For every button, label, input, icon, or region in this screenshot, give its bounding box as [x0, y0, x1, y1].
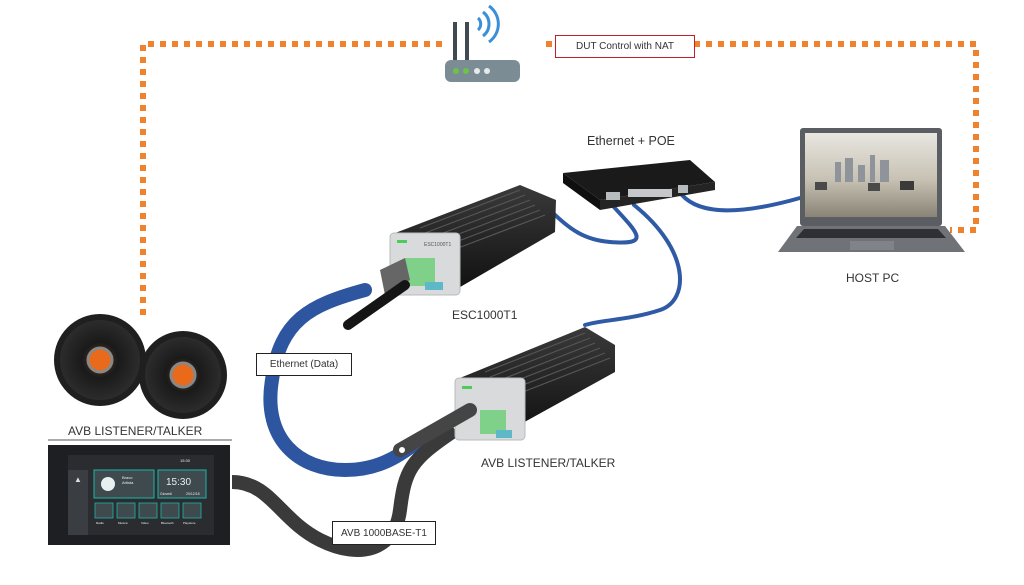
- avb-converter-device: [393, 327, 615, 457]
- hu-date-day: Giovedì: [160, 492, 172, 496]
- hu-track-title: Bravo: [122, 475, 133, 480]
- ethernet-cables: [548, 193, 802, 327]
- host-pc-label: HOST PC: [846, 271, 900, 285]
- esc1000t1-label: ESC1000T1: [452, 308, 518, 322]
- avb-device-label: AVB LISTENER/TALKER: [481, 456, 616, 470]
- hu-app-radio: Radio: [96, 521, 104, 525]
- dut-control-line: [140, 41, 979, 320]
- hu-date: 20/12/18: [186, 492, 200, 496]
- ethernet-poe-switch: [563, 160, 715, 210]
- hu-clock: 15:30: [166, 477, 191, 488]
- hu-app-music: Musica: [118, 521, 128, 525]
- hu-status-time: 15:30: [180, 458, 191, 463]
- avb-t1-cable: [231, 424, 459, 557]
- switch-label: Ethernet + POE: [587, 134, 675, 148]
- svg-text:▲: ▲: [74, 475, 82, 484]
- head-unit: ▲ Bravo Artista 15:30 Giovedì 20/12/18 1…: [48, 445, 230, 545]
- dut-control-label: DUT Control with NAT: [555, 35, 695, 58]
- esc-device-marking: ESC1000T1: [424, 242, 451, 248]
- speakers: [54, 314, 227, 419]
- esc1000t1-device: ESC1000T1: [343, 185, 556, 330]
- ethernet-data-label: Ethernet (Data): [256, 353, 352, 376]
- hu-track-artist: Artista: [122, 480, 134, 485]
- ethernet-data-cable: [263, 283, 427, 478]
- avb-t1-label: AVB 1000BASE-T1: [332, 521, 436, 545]
- host-pc-laptop: [778, 128, 965, 252]
- hu-app-playstore: Playstore: [183, 521, 196, 525]
- wifi-router-icon: [445, 4, 520, 82]
- hu-app-bluetooth: Bluetooth: [161, 521, 174, 525]
- speakers-label: AVB LISTENER/TALKER: [68, 424, 203, 438]
- hu-app-video: Video: [141, 521, 149, 525]
